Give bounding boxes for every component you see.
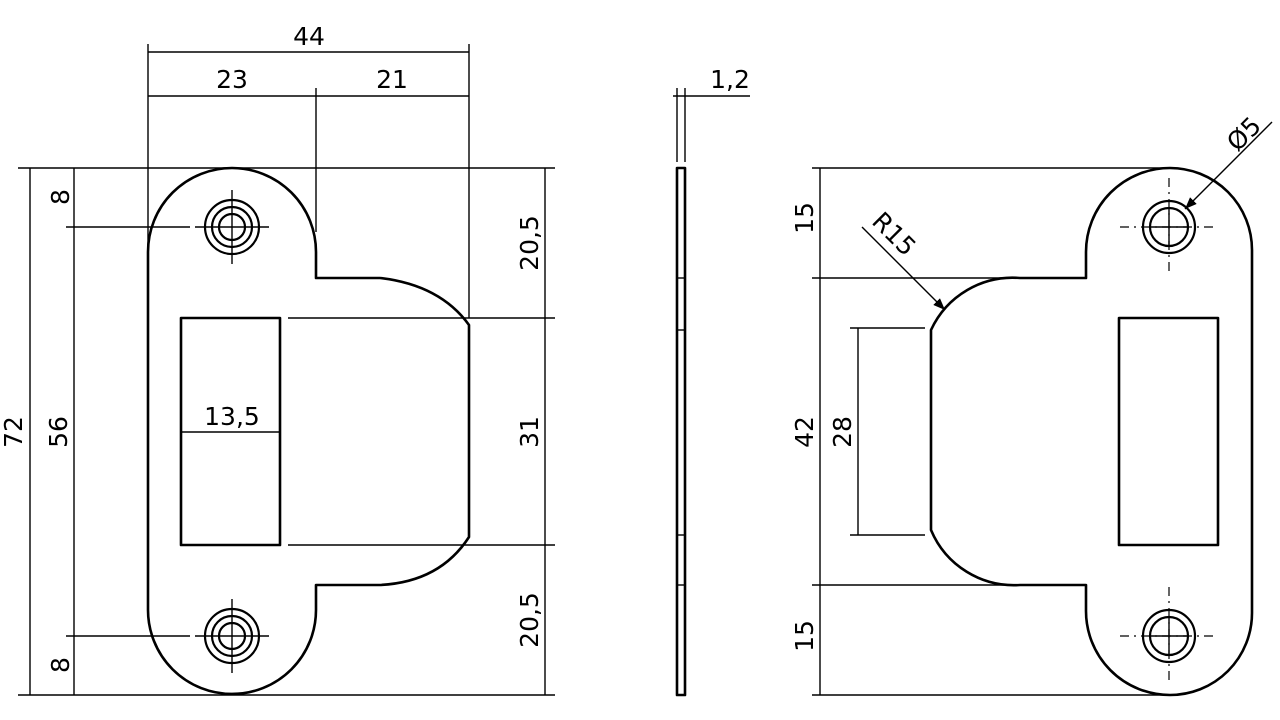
back-opening [1117, 316, 1220, 547]
dim-middle-height: 42 [790, 416, 819, 448]
front-top-screw-hole [195, 190, 269, 264]
front-bottom-screw-hole [195, 599, 269, 673]
dim-bottom-offset: 15 [790, 620, 819, 652]
dim-bottom-hole-offset: 8 [46, 657, 75, 673]
dim-radius: R15 [866, 206, 921, 261]
dim-thickness: 1,2 [710, 65, 750, 94]
side-profile [675, 166, 687, 697]
dim-top-offset: 15 [790, 202, 819, 234]
back-bottom-screw-hole [1120, 587, 1218, 685]
back-view: Ø5 R15 15 42 28 15 [790, 111, 1273, 697]
dim-opening-height: 31 [515, 416, 544, 448]
back-top-screw-hole [1120, 178, 1218, 276]
dim-total-width: 44 [293, 22, 325, 51]
front-plate-outline [146, 166, 471, 696]
front-view: 44 23 21 72 56 8 8 20,5 31 20,5 13,5 [0, 22, 555, 696]
dim-hole-diameter: Ø5 [1221, 111, 1267, 157]
side-view: 1,2 [673, 65, 750, 697]
back-plate-outline [929, 166, 1254, 697]
dim-top-hole-offset: 8 [46, 189, 75, 205]
dim-bottom-step: 20,5 [515, 592, 544, 648]
dim-hole-spacing: 56 [44, 416, 73, 448]
dim-opening-width: 13,5 [204, 402, 260, 431]
dim-left-width: 23 [216, 65, 248, 94]
dim-top-step: 20,5 [515, 215, 544, 271]
dim-total-height: 72 [0, 416, 28, 448]
dim-right-width: 21 [376, 65, 408, 94]
dim-recess-height: 28 [828, 416, 857, 448]
